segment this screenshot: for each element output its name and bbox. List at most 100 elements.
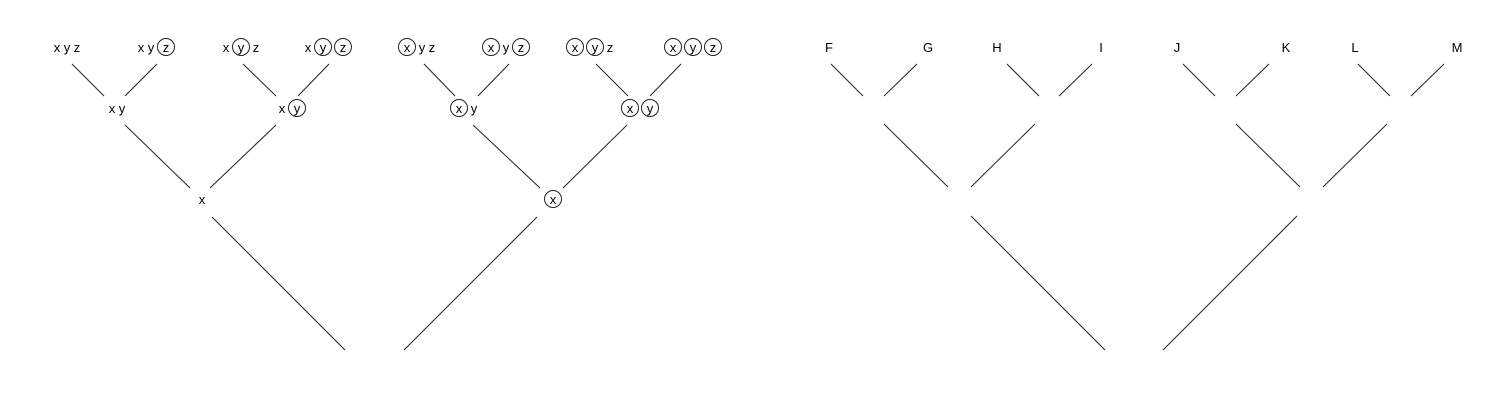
circle-marker xyxy=(482,38,500,56)
node-letter: y xyxy=(294,101,301,116)
node-letter: x xyxy=(488,40,495,55)
circle-marker xyxy=(288,99,306,117)
leaf-label: G xyxy=(923,40,933,55)
leaf-label: I xyxy=(1099,40,1103,55)
leaf-label: F xyxy=(825,40,833,55)
circle-marker xyxy=(157,38,175,56)
node-letter: x xyxy=(550,192,557,207)
circle-marker xyxy=(232,38,250,56)
node-letter: y xyxy=(320,40,327,55)
left-tree-edge xyxy=(649,63,682,97)
node-letter: z xyxy=(74,40,81,55)
tree-node: x xyxy=(544,190,562,208)
circle-marker xyxy=(566,38,584,56)
circle-marker xyxy=(684,38,702,56)
circle-marker xyxy=(621,99,639,117)
node-letter: x xyxy=(456,101,463,116)
circle-marker xyxy=(512,38,530,56)
node-letter: y xyxy=(690,40,697,55)
right-tree-edges xyxy=(830,63,1445,351)
node-letter: z xyxy=(163,40,170,55)
circle-marker xyxy=(664,38,682,56)
leaf-label: H xyxy=(992,40,1001,55)
left-tree-edge xyxy=(124,124,191,189)
left-tree-edge xyxy=(209,124,277,189)
left-tree-edge xyxy=(403,216,538,351)
right-tree-edge xyxy=(1410,63,1445,97)
right-tree-edge xyxy=(1322,123,1388,188)
node-letter: z xyxy=(340,40,347,55)
leaf-label: M xyxy=(1452,40,1463,55)
node-letter: z xyxy=(710,40,717,55)
node-letter: y xyxy=(647,101,654,116)
circle-marker xyxy=(586,38,604,56)
circle-marker xyxy=(450,99,468,117)
node-letter: z xyxy=(253,40,260,55)
circle-marker xyxy=(641,99,659,117)
left-tree-edge xyxy=(423,63,456,97)
right-tree-edge xyxy=(1235,63,1270,97)
node-letter: z xyxy=(518,40,525,55)
right-tree-edge xyxy=(1235,123,1301,188)
leaf-label: K xyxy=(1282,40,1291,55)
right-tree-edge xyxy=(883,123,949,188)
node-letter: x xyxy=(305,40,312,55)
node-letter: x xyxy=(223,40,230,55)
left-tree-edge xyxy=(124,63,158,97)
circle-marker xyxy=(334,38,352,56)
node-letter: y xyxy=(238,40,245,55)
node-letter: x xyxy=(199,192,206,207)
leaf-label: L xyxy=(1351,40,1358,55)
right-tree-edge xyxy=(970,123,1036,188)
right-tree-edge xyxy=(883,63,918,97)
left-tree-edge xyxy=(71,63,105,97)
node-letter: y xyxy=(419,40,426,55)
left-tree-edge xyxy=(211,216,346,351)
left-tree-edge xyxy=(562,124,628,189)
right-tree-edge xyxy=(1006,63,1040,97)
right-tree-edge xyxy=(1357,63,1391,97)
node-letter: x xyxy=(404,40,411,55)
node-letter: x xyxy=(54,40,61,55)
circle-marker xyxy=(544,190,562,208)
node-letter: x xyxy=(279,101,286,116)
node-letter: y xyxy=(503,40,510,55)
left-tree-edges xyxy=(71,63,682,351)
node-letter: y xyxy=(119,101,126,116)
node-letter: y xyxy=(471,101,478,116)
right-tree-edge xyxy=(830,63,864,97)
node-letter: y xyxy=(592,40,599,55)
node-letter: x xyxy=(109,101,116,116)
left-tree-edge xyxy=(297,63,330,97)
node-letter: z xyxy=(607,40,614,55)
right-tree-edge xyxy=(970,215,1106,351)
left-tree-edge xyxy=(595,63,629,97)
circle-marker xyxy=(704,38,722,56)
tree-node: x xyxy=(199,192,206,207)
node-letter: x xyxy=(627,101,634,116)
circle-marker xyxy=(314,38,332,56)
right-tree-edge xyxy=(1182,63,1216,97)
left-tree-edge xyxy=(472,124,541,189)
node-letter: y xyxy=(64,40,71,55)
circle-marker xyxy=(398,38,416,56)
left-tree-edge xyxy=(242,63,277,97)
right-tree-edge xyxy=(1162,215,1298,351)
node-letter: z xyxy=(429,40,436,55)
node-letter: x xyxy=(572,40,579,55)
